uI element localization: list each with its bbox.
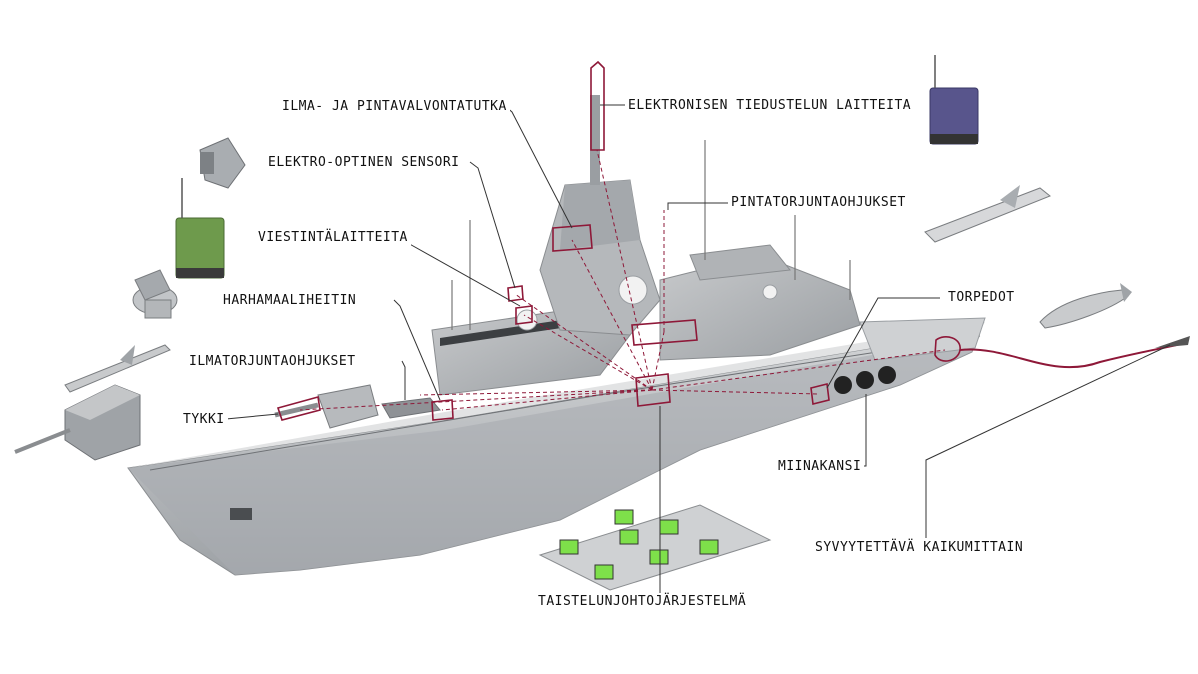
ship-hull-side — [128, 336, 980, 575]
ship-deck — [128, 322, 985, 468]
internal-links — [299, 149, 946, 411]
sonar-highlight — [934, 336, 961, 362]
mine-hatch-3 — [878, 366, 896, 384]
torpedo-highlight — [810, 383, 830, 405]
comms-highlight — [515, 305, 533, 325]
electro-optical-sensor-icon — [199, 137, 246, 189]
label-anti-ship-missiles: PINTATORJUNTAOHJUKSET — [728, 194, 909, 212]
callout-highlights — [276, 60, 961, 421]
mast-face — [560, 180, 640, 250]
leader-eo — [469, 161, 516, 289]
hull-opening — [230, 508, 252, 520]
leader-gun — [225, 413, 279, 420]
towed-sonar-cable — [959, 342, 1186, 369]
label-torpedoes: TORPEDOT — [945, 289, 1018, 307]
label-communications: VIESTINTÄLAITTEITA — [255, 229, 411, 247]
label-air-defense-missiles: ILMATORJUNTAOHJUKSET — [186, 353, 359, 371]
gun-module-icon — [14, 384, 141, 461]
dome-bridge — [516, 309, 538, 331]
mine-hatch-2 — [856, 371, 874, 389]
leader-decoy — [393, 299, 441, 401]
torpedo-icon — [1039, 283, 1132, 329]
label-decoy-launcher: HARHAMAALIHEITIN — [220, 292, 360, 310]
label-towed-sonar: SYVYYTETTÄVÄ KAIKUMITTAIN — [812, 539, 1027, 557]
air-defense-missile-icon — [64, 344, 171, 393]
mast-esm-highlight — [590, 60, 605, 151]
gun-highlight — [276, 395, 321, 421]
towed-sonar-body — [1155, 336, 1190, 348]
decoy-highlight — [431, 399, 454, 421]
label-electro-optical-sensor: ELEKTRO-OPTINEN SENSORI — [265, 154, 463, 172]
label-gun: TYKKI — [180, 411, 228, 429]
combat-system-highlight — [635, 373, 671, 407]
equipment-icons — [14, 55, 1190, 591]
radar-highlight — [552, 224, 593, 252]
leader-air-defense — [401, 360, 406, 400]
decoy-launcher-icon — [132, 269, 178, 319]
communications-box-icon — [175, 178, 225, 279]
eo-highlight — [507, 285, 524, 302]
combat-consoles-icon — [538, 504, 772, 591]
mine-hatch-1 — [834, 376, 852, 394]
deck-gun-barrel — [274, 402, 319, 418]
leader-mine-deck — [860, 394, 867, 467]
label-electronic-intelligence: ELEKTRONISEN TIEDUSTELUN LAITTEITA — [625, 97, 915, 115]
dome-aft — [762, 284, 778, 300]
ship — [127, 95, 986, 576]
esm-box-icon — [929, 55, 979, 145]
anti-ship-missile-icon — [924, 185, 1051, 243]
mast-pole — [590, 95, 600, 185]
label-mine-deck: MIINAKANSI — [775, 458, 865, 476]
deck-gun-turret — [317, 384, 379, 429]
leader-sonar — [925, 344, 1171, 538]
dome-forward — [618, 275, 648, 305]
leader-torpedo — [826, 297, 940, 389]
label-air-surface-radar: ILMA- JA PINTAVALVONTATUTKA — [279, 98, 510, 116]
missiles-highlight — [631, 319, 698, 346]
label-combat-system: TAISTELUNJOHTOJÄRJESTELMÄ — [535, 593, 750, 611]
helideck — [859, 317, 986, 361]
aft-top — [689, 244, 791, 281]
